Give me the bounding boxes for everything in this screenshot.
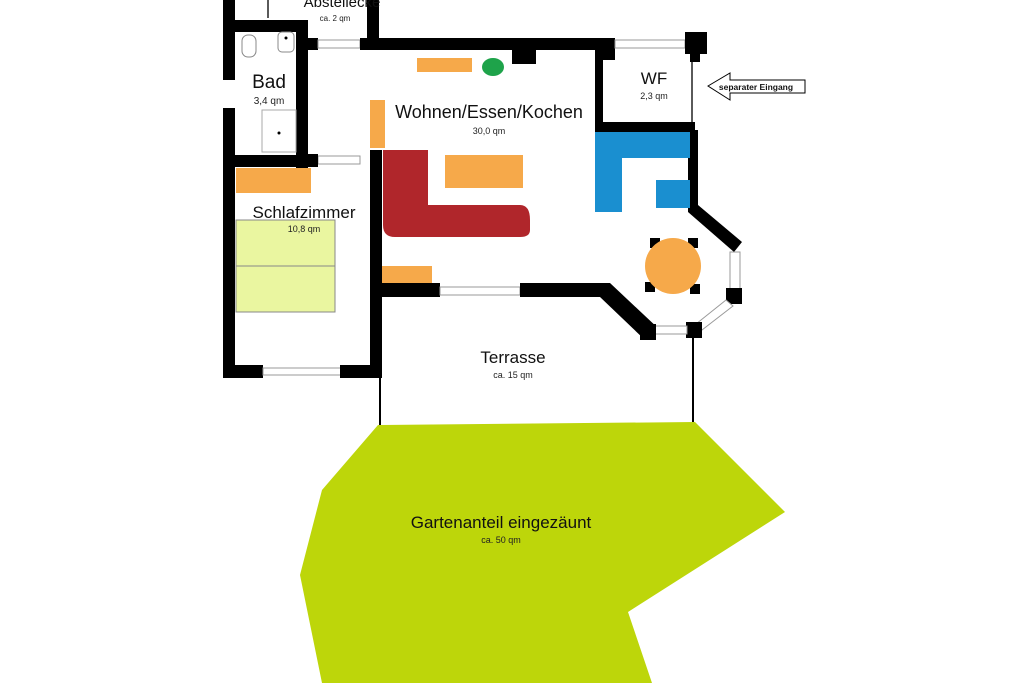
wall — [367, 0, 379, 42]
chair — [688, 238, 698, 248]
window — [614, 39, 686, 49]
wall — [223, 365, 263, 378]
wall — [296, 38, 318, 50]
wall — [595, 38, 615, 60]
window — [262, 367, 342, 376]
shelf — [370, 100, 385, 148]
wall — [595, 122, 695, 132]
chair — [645, 282, 655, 292]
room-area-wf: 2,3 qm — [640, 91, 668, 101]
wall — [223, 20, 298, 32]
bedroom-cabinet — [236, 168, 311, 193]
window — [317, 39, 361, 49]
wall — [296, 20, 308, 185]
room-area-wohnen: 30,0 qm — [473, 126, 506, 136]
shower-icon — [261, 109, 297, 153]
room-name-terrasse: Terrasse — [480, 348, 545, 367]
kitchen-island — [656, 180, 690, 208]
window — [439, 286, 521, 296]
wall — [640, 324, 656, 340]
wall — [595, 60, 603, 130]
sink-icon — [277, 31, 295, 53]
wall — [380, 283, 440, 297]
plant-icon — [482, 58, 504, 76]
room-name-abstellecke: Abstellecke — [304, 0, 381, 11]
wall — [520, 283, 660, 340]
sofa — [383, 150, 530, 237]
wall — [688, 130, 742, 252]
room-name-garten: Gartenanteil eingezäunt — [411, 513, 592, 532]
coffee-table — [445, 155, 523, 188]
chair — [650, 238, 660, 248]
room-area-abstellecke: ca. 2 qm — [320, 14, 351, 23]
wall — [340, 365, 382, 378]
wall — [223, 0, 235, 25]
room-area-schlafzimmer: 10,8 qm — [288, 224, 321, 234]
window — [729, 251, 741, 291]
shower-drain-icon — [277, 131, 281, 135]
wall — [360, 38, 600, 50]
wall — [690, 32, 700, 62]
chair — [690, 284, 700, 294]
dining-table — [645, 238, 701, 294]
entrance-label: separater Eingang — [719, 82, 793, 92]
toilet-icon — [241, 34, 257, 58]
entrance-arrow-icon — [707, 72, 806, 101]
wall — [370, 150, 382, 378]
room-name-wohnen: Wohnen/Essen/Kochen — [395, 102, 583, 122]
garden-area — [300, 422, 785, 683]
window — [654, 325, 688, 335]
room-name-schlafzimmer: Schlafzimmer — [253, 203, 356, 222]
wall — [512, 38, 536, 64]
room-area-garten: ca. 50 qm — [481, 535, 521, 545]
room-area-bad: 3,4 qm — [254, 96, 285, 107]
room-name-bad: Bad — [252, 72, 286, 93]
drain-icon — [284, 36, 288, 40]
tv-bench — [382, 266, 432, 283]
kitchen-counter — [595, 132, 690, 212]
window — [317, 155, 361, 165]
room-name-wf: WF — [641, 69, 667, 88]
room-area-terrasse: ca. 15 qm — [493, 370, 533, 380]
wall — [726, 288, 742, 304]
sideboard — [417, 58, 472, 72]
wall — [223, 155, 318, 167]
wall — [223, 20, 235, 80]
wall — [223, 108, 235, 378]
wall — [686, 322, 702, 338]
